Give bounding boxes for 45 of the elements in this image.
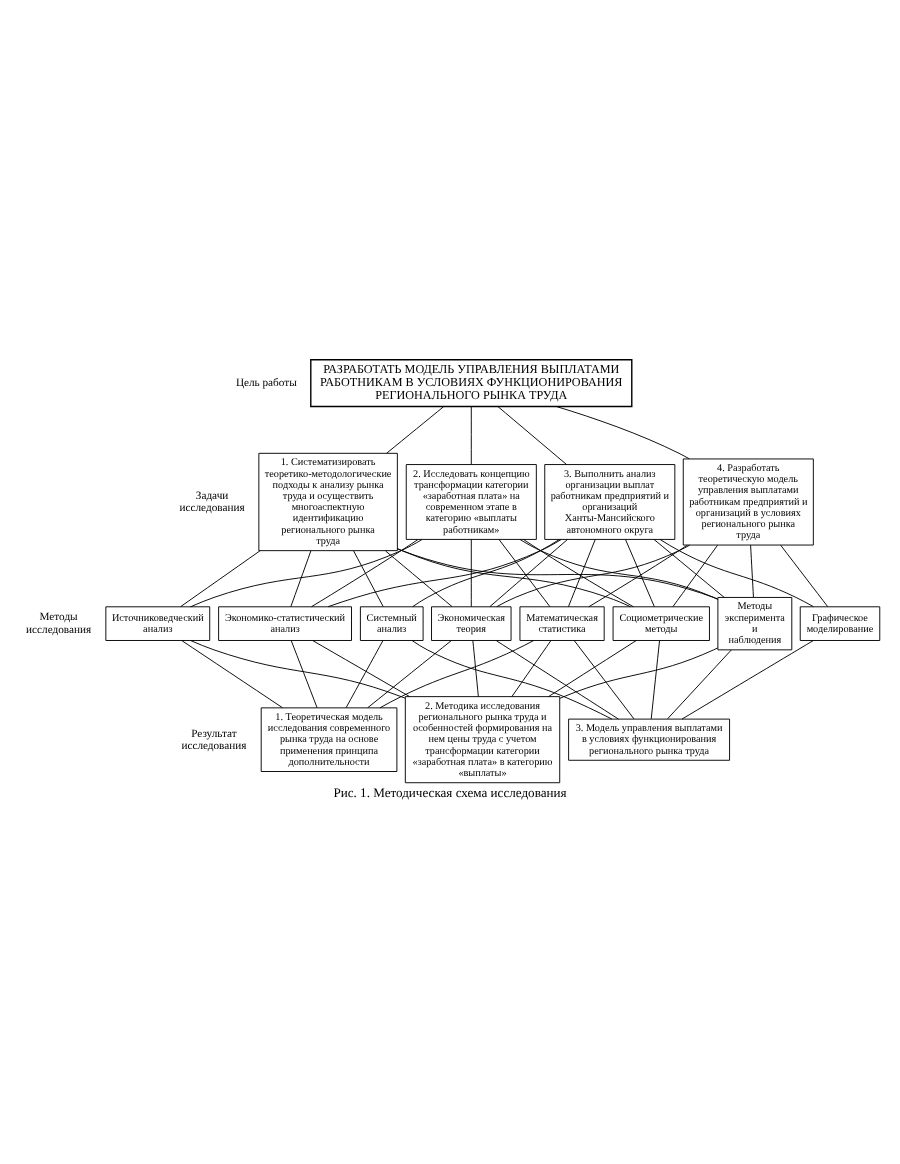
connector [489,539,568,608]
connector [290,640,318,709]
connector [750,544,754,598]
connector [511,640,552,698]
connector [625,539,655,608]
connector [548,640,637,698]
connector [653,539,725,598]
connector [470,539,472,608]
connector [495,640,619,720]
connector [556,406,690,460]
connector [470,406,472,465]
connector [367,640,452,709]
connector [327,539,562,608]
connector [519,539,719,600]
connector [386,406,445,454]
connector [190,640,406,699]
connector [672,544,719,608]
connector [379,640,535,709]
connector [523,539,634,608]
connector [181,640,283,709]
connector [397,548,719,600]
connector [497,406,567,465]
connector [290,550,312,608]
connector [780,544,829,608]
connector [568,539,596,608]
connector [345,640,384,709]
connector [588,544,688,608]
connector [681,640,814,720]
connector [311,539,419,608]
connector [659,539,814,608]
connector [385,550,453,608]
connector [412,539,560,608]
connector [396,548,631,608]
connector [559,647,719,699]
connector [667,649,732,720]
connector [496,544,691,608]
connector [573,640,635,720]
connector [411,640,613,720]
connector [650,640,660,720]
connector [472,640,479,698]
connector [353,550,384,608]
connector [180,550,261,607]
connector [190,539,423,608]
connector [312,640,411,698]
connector [498,539,551,608]
